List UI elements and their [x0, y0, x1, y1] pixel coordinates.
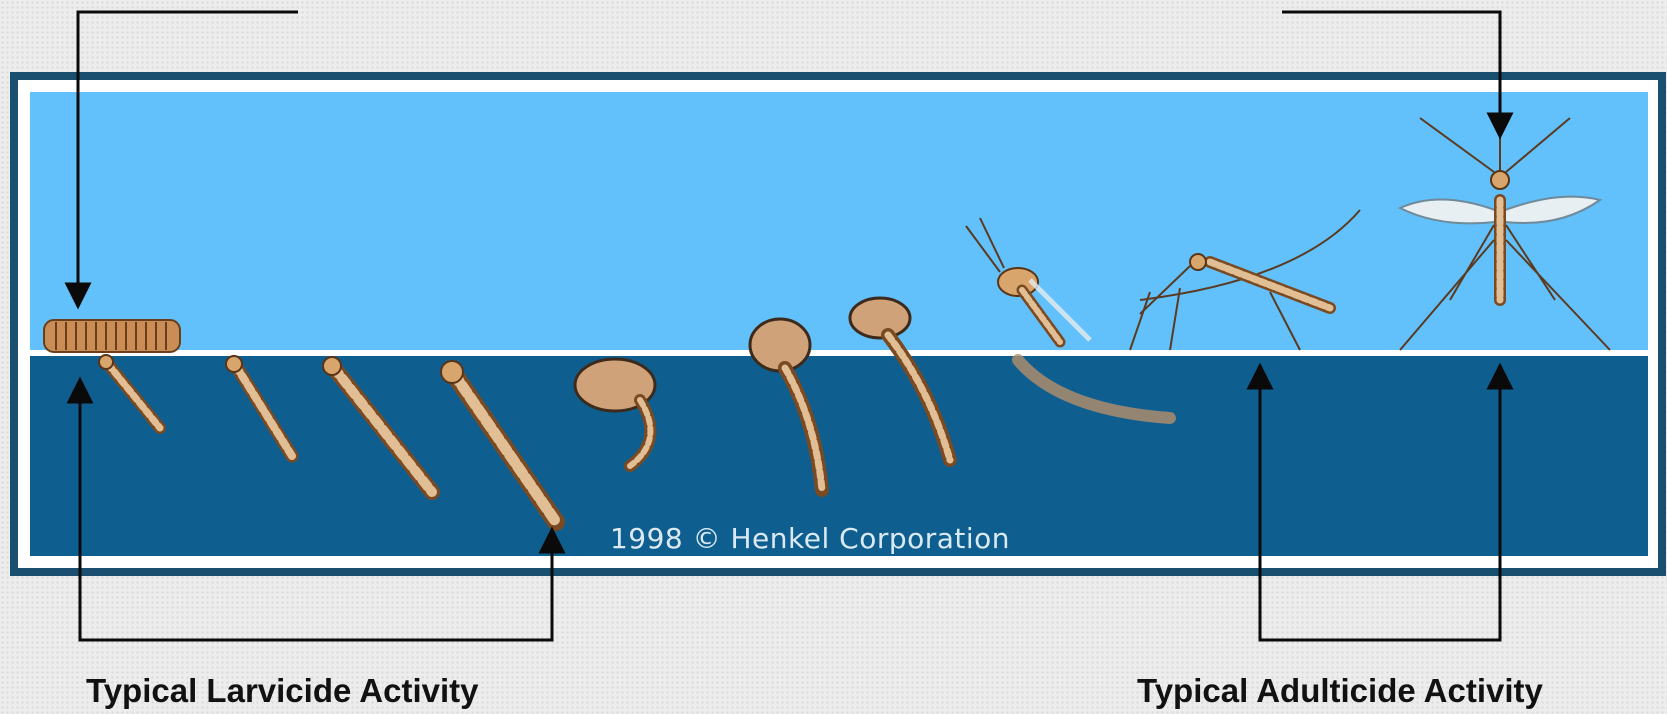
- larvicide-caption: Typical Larvicide Activity: [86, 672, 479, 710]
- egg-raft: [44, 320, 180, 352]
- water-surface-line: [30, 350, 1648, 356]
- adulticide-caption: Typical Adulticide Activity: [1137, 672, 1543, 710]
- air-zone: [30, 92, 1648, 350]
- copyright-notice: 1998 © Henkel Corporation: [560, 522, 1060, 555]
